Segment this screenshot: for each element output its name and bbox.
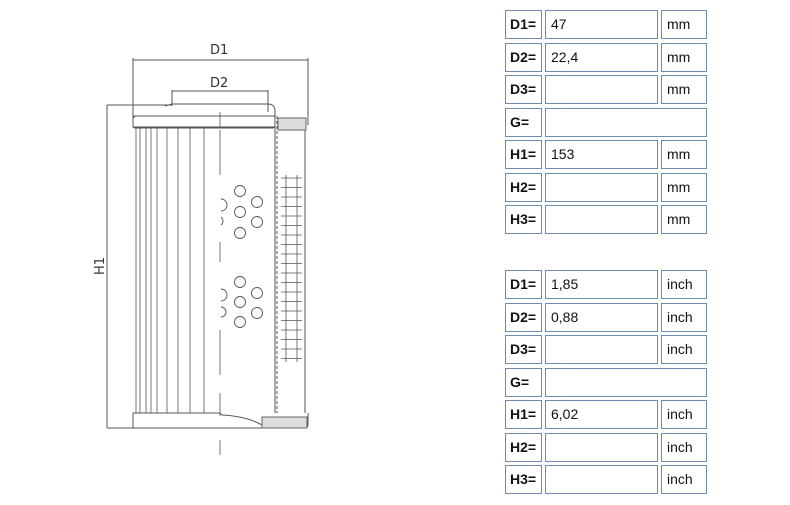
dimension-value[interactable]: [545, 172, 658, 202]
dimension-value[interactable]: 22,4: [545, 42, 658, 72]
dimension-label: H3=: [505, 465, 542, 494]
mesh: [285, 175, 298, 362]
dimension-unit: inch: [661, 270, 707, 299]
dimension-label: D2=: [505, 302, 542, 332]
mesh-horizontal: [281, 177, 302, 359]
bottom-seal: [261, 416, 308, 429]
dimension-label: D3=: [505, 335, 542, 364]
dimension-unit: inch: [661, 400, 707, 429]
dimension-unit: mm: [661, 10, 707, 39]
dimension-value[interactable]: [545, 367, 707, 397]
dimension-value[interactable]: 47: [545, 10, 658, 39]
filter-element-drawing: D1 D2 H1: [93, 43, 309, 455]
pleats: [135, 128, 205, 413]
dimension-value[interactable]: 153: [545, 140, 658, 169]
dimension-label: H1=: [505, 400, 542, 429]
dimension-value[interactable]: [545, 107, 707, 137]
dimension-label: D1=: [505, 10, 542, 39]
dimension-unit: inch: [661, 432, 707, 462]
dimension-value[interactable]: [545, 205, 658, 234]
dimension-label: D1=: [505, 270, 542, 299]
dimension-unit: inch: [661, 465, 707, 494]
dimension-value[interactable]: 0,88: [545, 302, 658, 332]
dimension-unit: mm: [661, 140, 707, 169]
dimension-value[interactable]: [545, 432, 658, 462]
dimension-unit: mm: [661, 75, 707, 104]
dimension-value[interactable]: [545, 75, 658, 104]
dimension-unit: mm: [661, 205, 707, 234]
dimension-label: H1=: [505, 140, 542, 169]
dimension-unit: inch: [661, 302, 707, 332]
dimension-value[interactable]: 6,02: [545, 400, 658, 429]
d1-label: D1: [210, 43, 228, 58]
dimension-value[interactable]: 1,85: [545, 270, 658, 299]
h1-label: H1: [93, 257, 108, 275]
dimension-unit: mm: [661, 42, 707, 72]
dimension-value[interactable]: [545, 465, 658, 494]
dimension-label: D2=: [505, 42, 542, 72]
dimension-label: G=: [505, 367, 542, 397]
dimension-label: D3=: [505, 75, 542, 104]
dimension-label: H2=: [505, 432, 542, 462]
top-seal: [277, 117, 307, 131]
perforations: [220, 185, 263, 328]
dimension-label: G=: [505, 107, 542, 137]
dimension-unit: inch: [661, 335, 707, 364]
dimension-unit: mm: [661, 172, 707, 202]
dimension-value[interactable]: [545, 335, 658, 364]
dimension-label: H2=: [505, 172, 542, 202]
d2-label: D2: [210, 76, 228, 91]
dimension-label: H3=: [505, 205, 542, 234]
